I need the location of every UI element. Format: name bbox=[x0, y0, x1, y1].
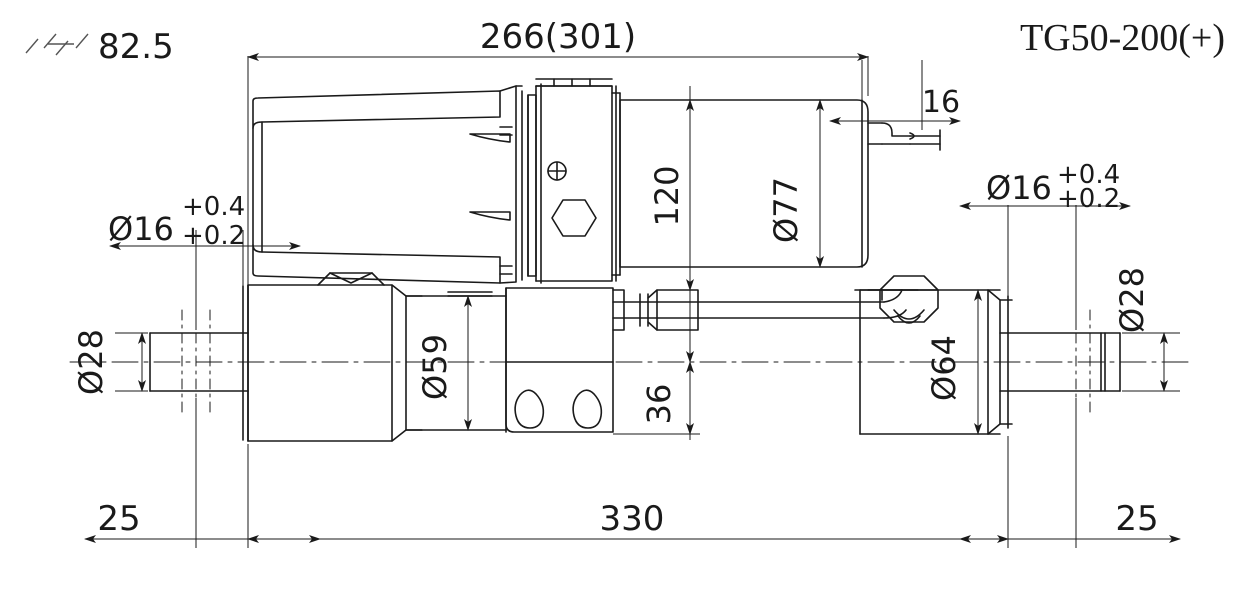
drawing-title: TG50-200(+) bbox=[1020, 17, 1225, 59]
dim-label-top-overall: 266(301) bbox=[480, 17, 636, 57]
dim-label-right-bore-lower-tol: +0.2 bbox=[1057, 184, 1120, 214]
dim-label-body-height: 120 bbox=[648, 165, 686, 226]
hydraulic-tubing bbox=[612, 289, 907, 331]
dim-label-front-flange-dia: Ø59 bbox=[416, 334, 454, 400]
dim-right-bore bbox=[959, 202, 1131, 330]
left-gear-housing bbox=[242, 272, 423, 442]
surface-finish-value: 82.5 bbox=[98, 27, 174, 67]
dimension-lines bbox=[84, 53, 1181, 548]
dim-label-rear-flange-dia: Ø64 bbox=[925, 335, 963, 401]
dim-label-left-bore-nominal: Ø16 bbox=[108, 210, 174, 248]
valve-body-block bbox=[505, 287, 614, 433]
dim-left-bore bbox=[109, 230, 301, 330]
dim-label-top-16: 16 bbox=[922, 85, 960, 120]
dim-label-left-rod-dia: Ø28 bbox=[72, 329, 110, 395]
dim-top-16 bbox=[829, 60, 961, 130]
motor-hood-adapter bbox=[252, 85, 523, 284]
dim-label-right-bore-nominal: Ø16 bbox=[986, 169, 1052, 207]
front-cylinder-body bbox=[405, 291, 507, 431]
dim-label-bottom-overall: 330 bbox=[600, 499, 665, 539]
dim-label-bottom-left-ext: 25 bbox=[97, 499, 140, 539]
right-output-shaft bbox=[999, 332, 1121, 392]
surface-roughness-symbol bbox=[25, 33, 89, 56]
dim-right-rod-dia bbox=[1122, 332, 1180, 392]
part-geometry bbox=[69, 78, 1191, 442]
dim-label-right-rod-dia: Ø28 bbox=[1113, 267, 1151, 333]
dim-label-left-bore-lower-tol: +0.2 bbox=[182, 221, 245, 251]
dim-label-bottom-right-ext: 25 bbox=[1115, 499, 1158, 539]
terminal-box bbox=[521, 78, 621, 284]
dim-left-rod-dia bbox=[115, 332, 148, 392]
dim-label-left-bore-upper-tol: +0.4 bbox=[182, 192, 245, 222]
dim-label-centre-offset: 36 bbox=[640, 384, 678, 425]
dim-bottom-right-25 bbox=[959, 398, 1181, 548]
dim-label-right-bore-upper-tol: +0.4 bbox=[1057, 160, 1120, 190]
dim-label-motor-dia: Ø77 bbox=[767, 177, 805, 243]
left-output-shaft bbox=[149, 332, 249, 392]
dim-centre-offset-36 bbox=[613, 302, 700, 440]
